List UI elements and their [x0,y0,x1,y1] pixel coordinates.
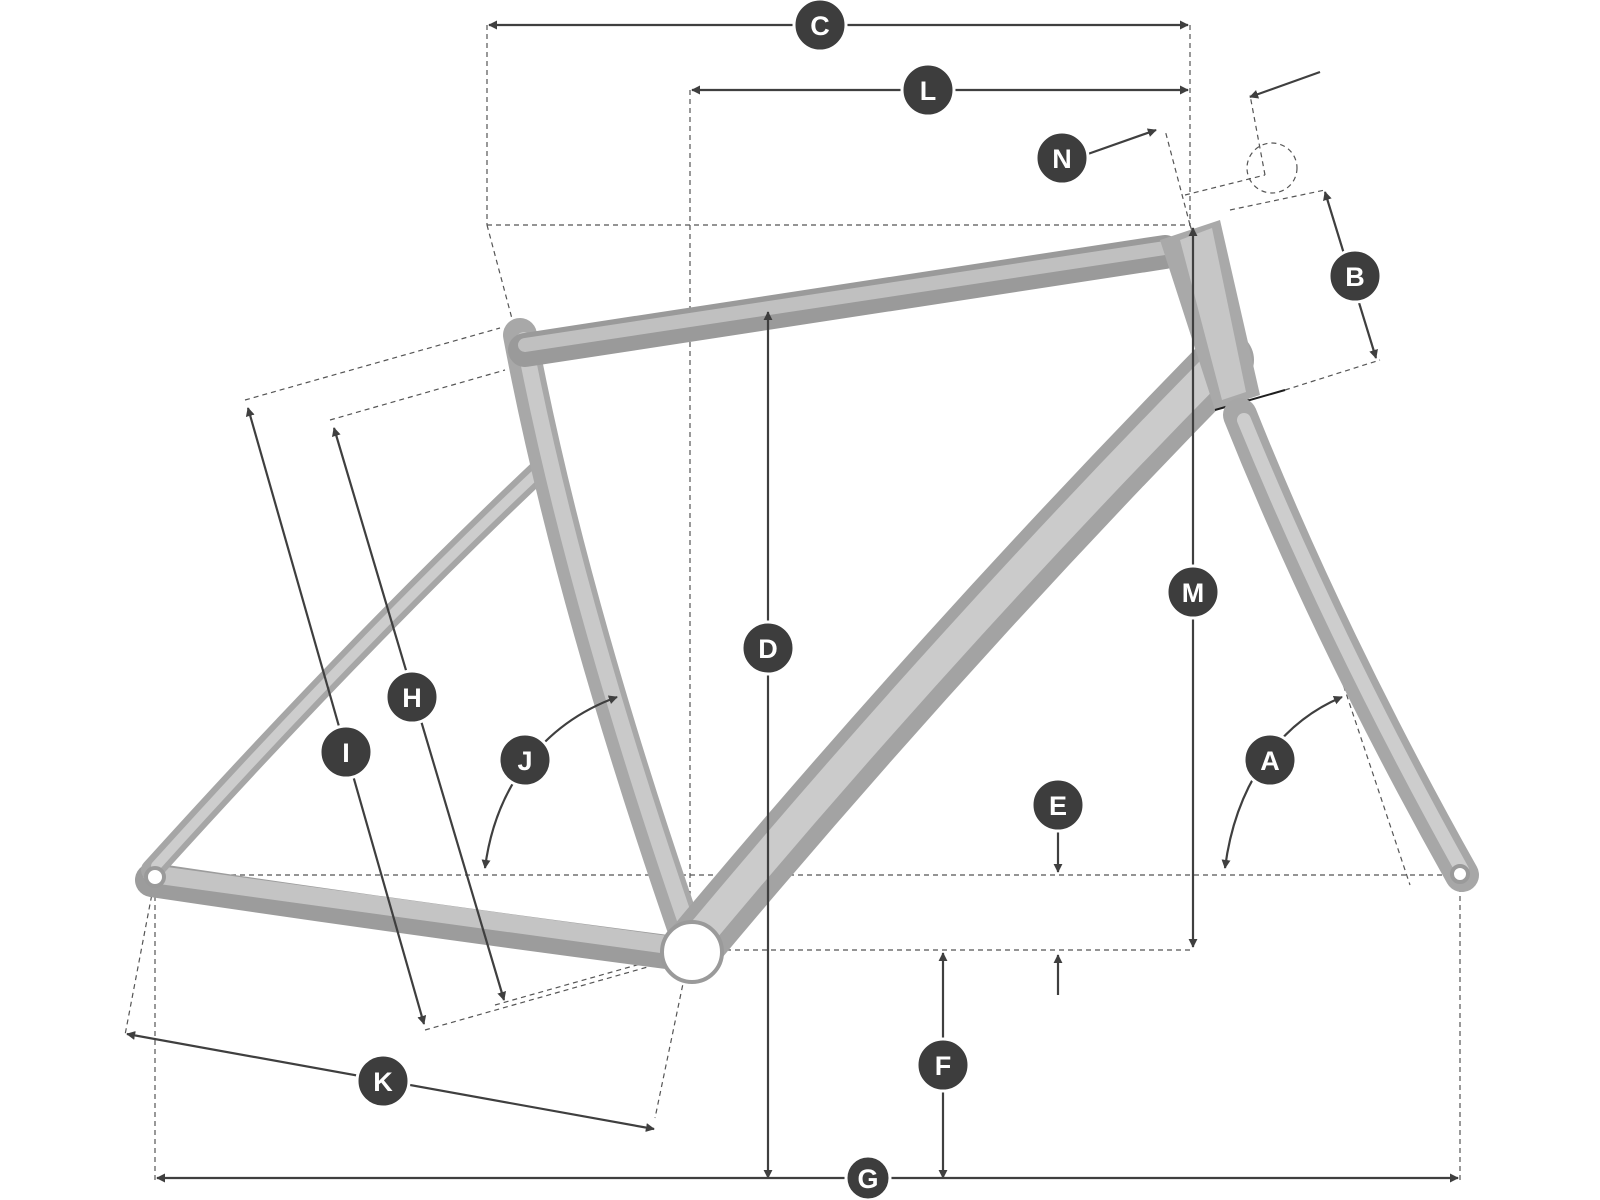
label-m: M [1165,564,1221,620]
label-c-text: C [810,11,830,41]
label-d-text: D [758,634,778,664]
label-j: J [497,732,553,788]
label-f: F [915,1037,971,1093]
label-e-text: E [1049,791,1067,821]
bottom-bracket [660,920,724,984]
label-g-text: G [857,1164,878,1194]
label-n: N [1034,130,1090,186]
reference-lines [124,25,1461,1180]
label-c: C [792,0,848,53]
label-i: I [318,724,374,780]
label-e: E [1030,777,1086,833]
label-h-text: H [402,683,422,713]
label-j-text: J [517,746,532,776]
label-b-text: B [1345,262,1365,292]
label-h: H [384,669,440,725]
label-f-text: F [935,1051,952,1081]
label-l: L [900,62,956,118]
rear-dropout [144,866,166,888]
dimension-labels: C L N B M D H I J A E F K G [318,0,1383,1200]
label-m-text: M [1182,578,1205,608]
label-a-text: A [1260,746,1280,776]
label-k: K [355,1053,411,1109]
label-g: G [844,1154,892,1200]
label-b: B [1327,248,1383,304]
label-a: A [1242,732,1298,788]
label-k-text: K [373,1067,393,1097]
bike-frame [135,220,1479,984]
dimension-arrows [126,20,1459,1183]
label-l-text: L [920,76,937,106]
label-i-text: I [342,738,350,768]
label-d: D [740,620,796,676]
label-n-text: N [1052,144,1072,174]
front-dropout [1450,864,1470,884]
